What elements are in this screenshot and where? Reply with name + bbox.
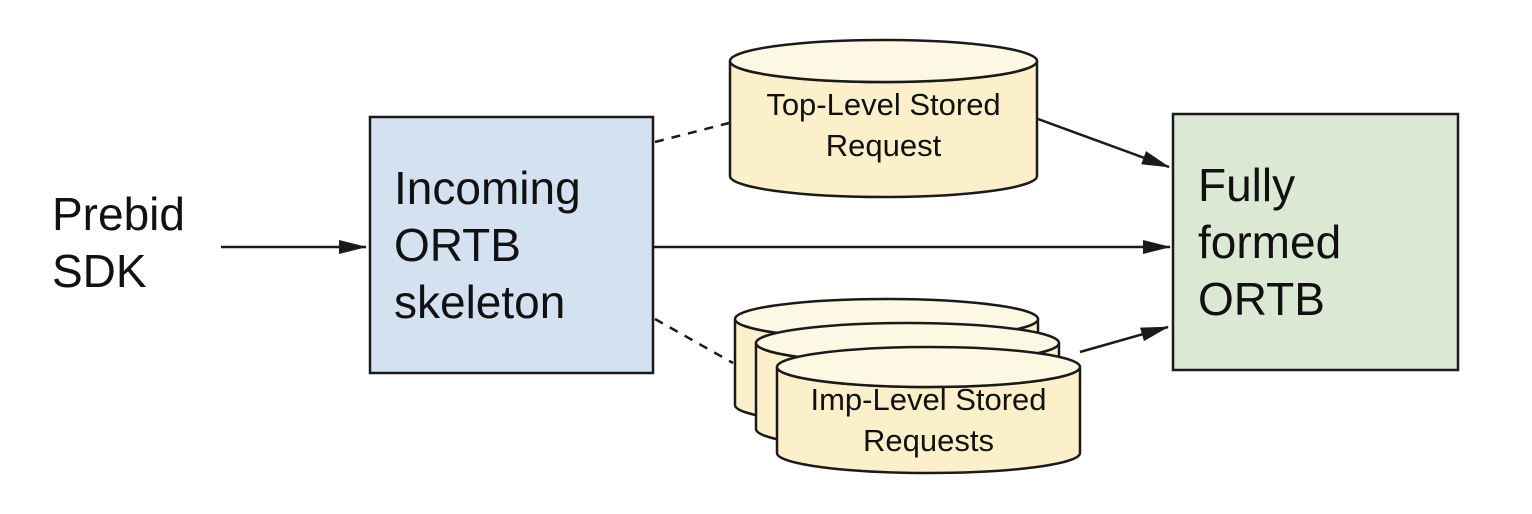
top-level-stored-request-cylinder	[728, 38, 1039, 199]
top-level-stored-request-label: Top-Level Stored Request	[766, 87, 1001, 163]
cylinder-top-front	[775, 345, 1082, 389]
edge-incoming-to-top-stored-dashed	[654, 121, 730, 144]
fully-formed-ortb-label: Fully formed ORTB	[1198, 158, 1342, 325]
imp-level-stored-requests-label: Imp-Level Stored Requests	[810, 382, 1047, 458]
fully-formed-ortb-box	[1171, 112, 1460, 372]
cylinder-top	[728, 38, 1039, 84]
incoming-ortb-box	[368, 115, 655, 375]
incoming-ortb-label: Incoming ORTB skeleton	[394, 161, 581, 328]
imp-level-stored-requests-cylinder-stack	[733, 297, 1082, 475]
edge-imp-stored-to-fully-formed	[1079, 325, 1169, 354]
prebid-sdk-label: Prebid SDK	[52, 188, 185, 297]
edge-incoming-to-imp-stored-dashed	[654, 317, 734, 365]
edge-top-stored-to-fully-formed	[1037, 117, 1170, 169]
